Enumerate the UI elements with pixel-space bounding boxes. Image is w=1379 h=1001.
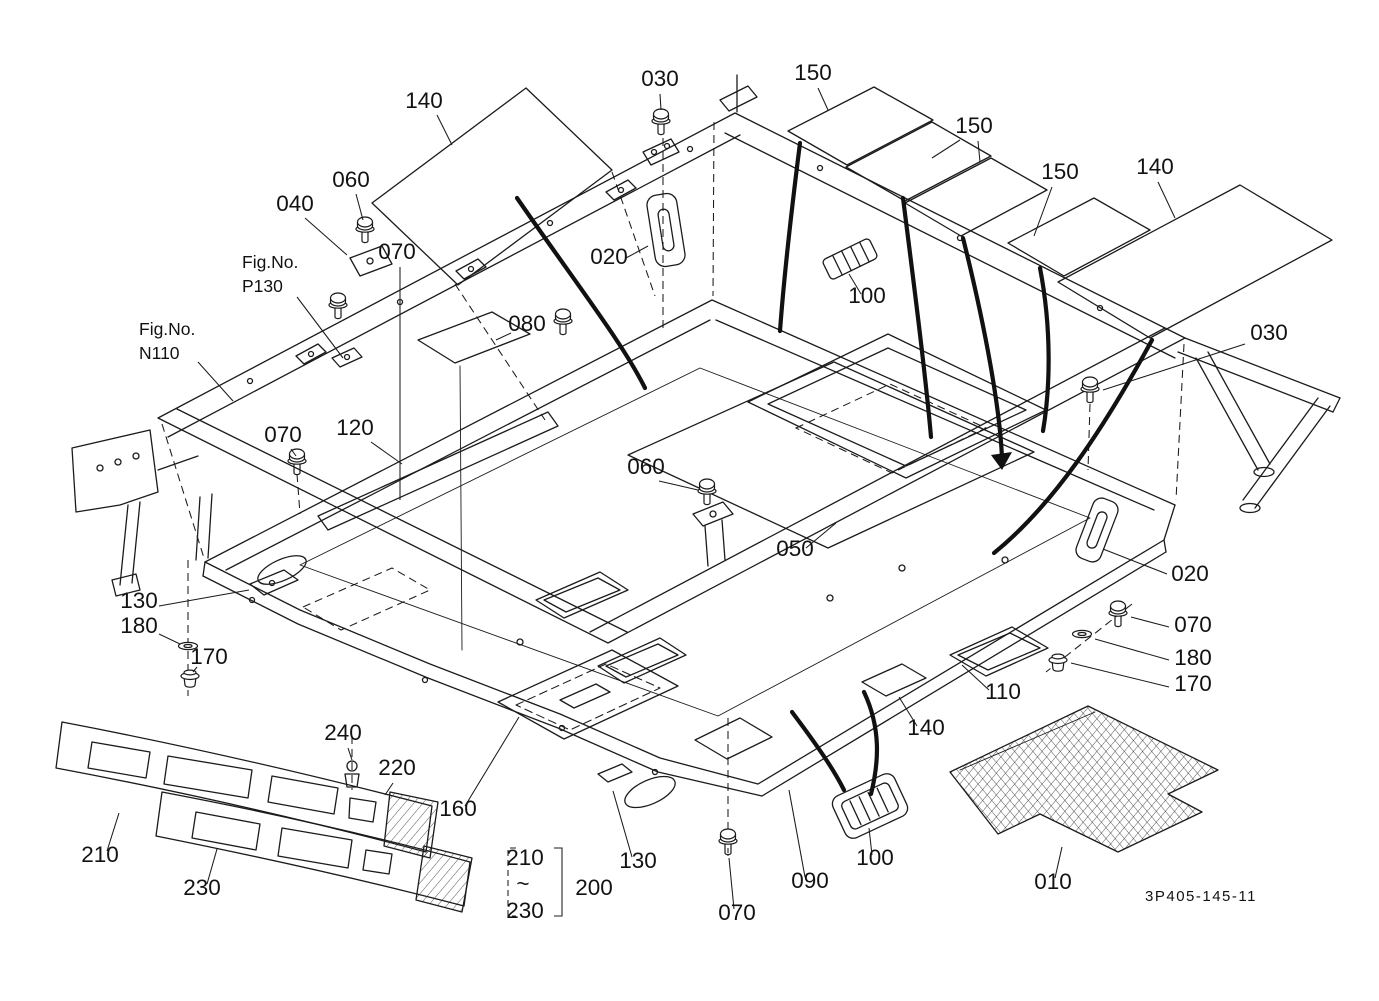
part-callout-030-right: 030 [1250, 320, 1288, 345]
leader-line-150-c [1033, 186, 1053, 237]
part-callout-220: 220 [378, 755, 416, 780]
leader-line-210-left [106, 812, 120, 852]
part-callout-140-top-left: 140 [405, 88, 443, 113]
part-callout-090: 090 [791, 868, 829, 893]
upper-roof-frame [157, 74, 1341, 644]
leader-line-fig-p130 [296, 296, 344, 359]
figure-ref-fig-n110: Fig.No.N110 [139, 319, 195, 363]
left-pillar [71, 429, 213, 597]
floor-mat [949, 705, 1219, 853]
leader-line-060-mid [658, 480, 699, 491]
drawing-number: 3P405-145-11 [1145, 888, 1257, 905]
part-callout-070-right: 070 [1174, 612, 1212, 637]
front-valance-panels [55, 721, 473, 913]
grab-handles [646, 192, 1119, 563]
part-callout-150-c: 150 [1041, 159, 1079, 184]
part-callout-060-mid: 060 [627, 454, 665, 479]
leader-line-180-right [1094, 638, 1170, 661]
leader-line-100-top [848, 273, 862, 295]
part-callout-060-top: 060 [332, 167, 370, 192]
leader-line-070-bottom [728, 857, 735, 910]
figure-ref-fig-p130: Fig.No.P130 [242, 252, 298, 296]
leader-line-040 [304, 217, 348, 256]
part-callout-170-left: 170 [190, 644, 228, 669]
leader-line-110 [961, 664, 990, 691]
louver-parts [822, 238, 909, 839]
leader-line-140-top-left [436, 114, 453, 146]
leader-line-150-a [817, 87, 829, 111]
group-callout-result: 200 [575, 875, 613, 900]
leader-line-100-bottom [868, 827, 873, 856]
part-callout-110: 110 [985, 679, 1021, 704]
group-callout-bottom: 230 [506, 898, 544, 923]
leader-line-120 [370, 441, 403, 465]
callout-labels: 140 030 150 150 150 140 060 040 070 020 080 100 030 0… [81, 60, 1288, 925]
part-callout-020-top: 020 [590, 244, 628, 269]
leader-line-090 [788, 789, 806, 878]
part-callout-230-left: 230 [183, 875, 221, 900]
group-callout-tilde: ~ [516, 871, 529, 896]
leader-lines [106, 87, 1246, 910]
part-callout-210-left: 210 [81, 842, 119, 867]
part-callout-150-b: 150 [955, 113, 993, 138]
part-callout-050: 050 [776, 536, 814, 561]
leader-line-160 [464, 716, 520, 807]
leader-line-230-left [206, 848, 218, 885]
part-callout-120: 120 [336, 415, 374, 440]
leader-line-060-top [355, 193, 364, 221]
leader-line-180-left [158, 633, 181, 645]
leader-line-130-left [158, 589, 250, 607]
part-callout-070-top: 070 [378, 239, 416, 264]
small-brackets [331, 245, 734, 651]
part-callout-080: 080 [508, 311, 546, 336]
part-callout-140-top-right: 140 [1136, 154, 1174, 179]
part-callout-170-right: 170 [1174, 671, 1212, 696]
part-callout-070-bottom: 070 [718, 900, 756, 925]
part-callout-150-a: 150 [794, 60, 832, 85]
leader-line-220 [384, 782, 394, 796]
part-callout-040: 040 [276, 191, 314, 216]
group-bracket [507, 847, 563, 917]
fasteners [177, 108, 1128, 856]
part-callout-100-bottom: 100 [856, 845, 894, 870]
part-callout-180-left: 180 [120, 613, 158, 638]
leader-line-240 [347, 747, 353, 761]
part-callout-130-left: 130 [120, 588, 158, 613]
leader-line-070-left [290, 448, 297, 457]
part-callout-240: 240 [324, 720, 362, 745]
part-callout-100-top: 100 [848, 283, 886, 308]
leader-line-170-left [192, 666, 198, 673]
leader-line-fig-n110 [197, 361, 234, 402]
leader-line-030-top [659, 93, 662, 111]
part-callout-130-bottom: 130 [619, 848, 657, 873]
insulation-panels [371, 86, 1333, 339]
group-callout-top: 210 [506, 845, 544, 870]
leader-line-140-bottom [898, 696, 918, 727]
part-callout-030-top: 030 [641, 66, 679, 91]
leader-line-170-right [1070, 662, 1170, 688]
leader-line-140-top-right [1157, 181, 1176, 219]
part-callout-160: 160 [439, 796, 477, 821]
leader-line-050 [805, 522, 837, 549]
leader-line-010 [1054, 846, 1063, 879]
part-callout-140-bottom: 140 [907, 715, 945, 740]
leader-line-130-bottom [612, 790, 633, 858]
leader-line-020-right [1102, 548, 1168, 575]
part-callout-010: 010 [1034, 869, 1072, 894]
leader-line-020-top [625, 245, 649, 259]
part-callout-070-left: 070 [264, 422, 302, 447]
leader-line-150-b [931, 139, 961, 159]
leader-line-150-b [977, 140, 981, 163]
leader-line-070-right [1130, 616, 1170, 628]
part-callout-020-right: 020 [1171, 561, 1209, 586]
leader-line-080 [495, 332, 512, 341]
leader-line-030-right [1102, 343, 1246, 391]
insertion-sweep-lines [514, 140, 1155, 797]
part-callout-180-right: 180 [1174, 645, 1212, 670]
